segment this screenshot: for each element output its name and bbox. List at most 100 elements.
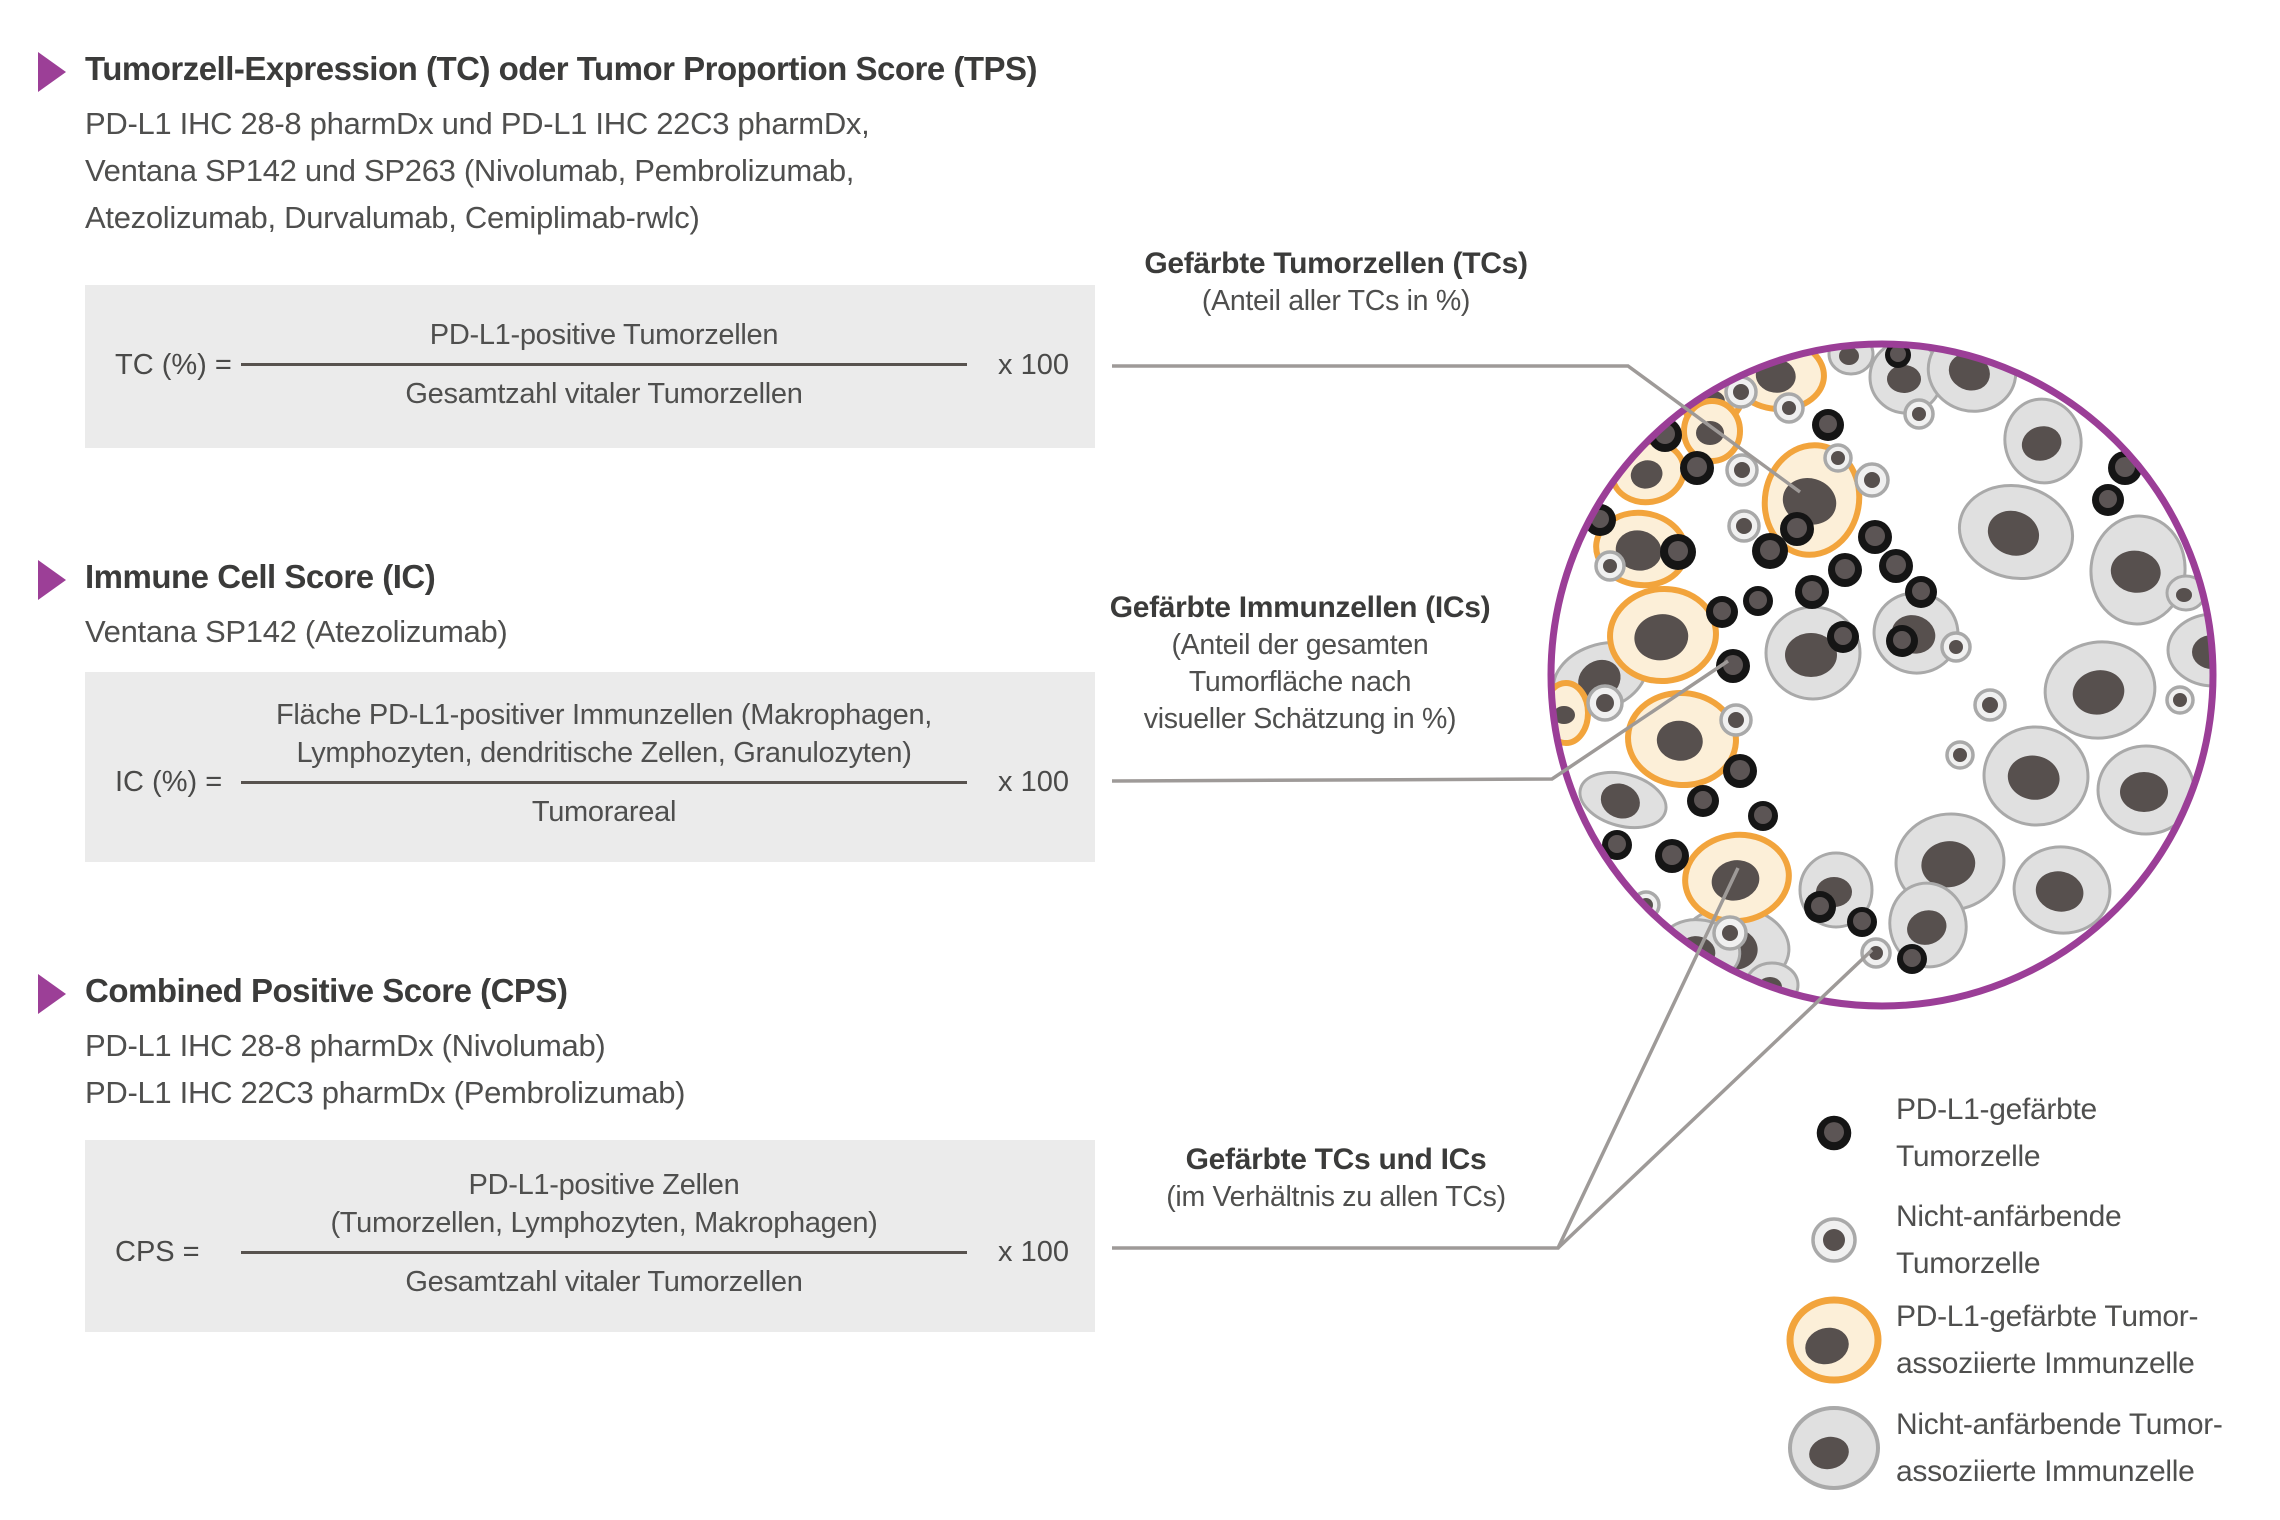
section-cps: Combined Positive Score (CPS) PD-L1 IHC … [85,970,685,1116]
callout-subtitle: (im Verhältnis zu allen TCs) [1166,1181,1506,1213]
section-tps-title: Tumorzell-Expression (TC) oder Tumor Pro… [85,50,1038,87]
stained-tumor-cell [1828,553,1862,587]
stained-tumor-cell [1655,839,1689,873]
section-ic-title: Immune Cell Score (IC) [85,558,436,595]
stained-tumor-cell [1827,621,1859,653]
callout-title: Gefärbte Tumorzellen (TCs) [1144,247,1528,280]
callout-stained-tcs: Gefärbte Tumorzellen (TCs) (Anteil aller… [1103,244,1569,320]
denominator: Tumorareal [531,796,677,828]
stained-immune-cell [1625,689,1739,789]
numerator: PD-L1-positive Zellen [468,1169,740,1201]
legend-label: Nicht-anfärbende Tumor- assoziierte Immu… [1896,1401,2223,1495]
legend-line: PD-L1-gefärbte Tumor- [1896,1300,2199,1333]
unstained-tumor-cell [2165,685,2195,715]
callout-connector-line [1556,948,1874,1250]
subtitle-line: PD-L1 IHC 22C3 pharmDx (Pembrolizumab) [85,1075,686,1110]
stained-tumor-cell [1795,575,1829,609]
formula-box-ic: IC (%) = Fläche PD-L1-positiver Immunzel… [85,672,1095,862]
denominator: Gesamtzahl vitaler Tumorzellen [405,1266,803,1298]
legend-label: Nicht-anfärbende Tumorzelle [1896,1193,2122,1287]
unstained-tumor-cell [1725,453,1759,487]
stained-tumor-cell-icon [1772,1113,1896,1153]
formula-label-tc: TC (%) = [115,349,232,381]
stained-tumor-cell [1897,944,1927,974]
legend-line: Nicht-anfärbende Tumor- [1896,1408,2223,1441]
unstained-tumor-cell [1903,398,1935,430]
stained-tumor-cell [1680,451,1714,485]
section-cps-subtitle: PD-L1 IHC 28-8 pharmDx (Nivolumab) PD-L1… [85,1022,685,1116]
formula-fraction-ic: Fläche PD-L1-positiver Immunzellen (Makr… [233,696,975,831]
unstained-tumor-cell [1724,375,1758,409]
stained-tumor-cell [1723,754,1757,788]
callout-connector-line [1112,364,1802,494]
section-ic: Immune Cell Score (IC) Ventana SP142 (At… [85,556,508,655]
unstained-tumor-cell [1594,550,1626,582]
stained-tumor-cell [1706,596,1738,628]
triangle-bullet-icon [38,560,66,600]
triangle-bullet-icon [38,52,66,92]
unstained-immune-cell [2043,640,2157,740]
callout-subtitle: Tumorfläche nach [1188,666,1412,698]
unstained-tumor-cell-icon [1772,1216,1896,1264]
legend-line: Tumorzelle [1896,1247,2041,1280]
unstained-tumor-cell [1940,631,1972,663]
legend-label: PD-L1-gefärbte Tumorzelle [1896,1086,2097,1180]
callout-subtitle: (Anteil aller TCs in %) [1201,285,1471,317]
stained-immune-cell [1607,585,1719,685]
subtitle-line: PD-L1 IHC 28-8 pharmDx und PD-L1 IHC 22C… [85,106,870,141]
stained-tumor-cell [1660,534,1696,570]
unstained-tumor-cell [1712,915,1748,951]
formula-fraction-tc: PD-L1-positive Tumorzellen Gesamtzahl vi… [233,316,975,413]
formula-label-cps: CPS = [115,1236,200,1268]
callout-stained-tcs-ics: Gefärbte TCs und ICs (im Verhältnis zu a… [1103,1140,1569,1216]
stained-tumor-cell [1602,830,1632,860]
tissue-circle-border [1547,340,2217,1010]
unstained-immune-cell [1827,344,1875,376]
legend-row: Nicht-anfärbende Tumorzelle [1772,1192,2272,1288]
callout-title: Gefärbte TCs und ICs [1185,1143,1487,1176]
stained-tumor-cell [1847,907,1877,937]
unstained-tumor-cell [1773,392,1805,424]
stained-immune-cell [1682,831,1792,925]
stained-immune-cell-icon [1772,1292,1896,1388]
stained-tumor-cell [1752,533,1788,569]
legend-line: PD-L1-gefärbte [1896,1093,2097,1126]
unstained-tumor-cell [1719,703,1753,737]
unstained-tumor-cell [1945,740,1975,770]
formula-box-cps: CPS = PD-L1-positive Zellen (Tumorzellen… [85,1140,1095,1332]
callout-subtitle: (Anteil der gesamten [1171,629,1429,661]
section-ic-subtitle: Ventana SP142 (Atezolizumab) [85,608,508,655]
stained-tumor-cell [1879,549,1913,583]
callout-stained-ics: Gefärbte Immunzellen (ICs) (Anteil der g… [1100,588,1500,738]
unstained-immune-cell [1982,725,2090,827]
subtitle-line: Ventana SP142 und SP263 (Nivolumab, Pemb… [85,153,855,188]
stained-tumor-cell [1687,785,1719,817]
unstained-immune-cell-icon [1772,1401,1896,1495]
section-tps-subtitle: PD-L1 IHC 28-8 pharmDx und PD-L1 IHC 22C… [85,100,1037,241]
multiplier: x 100 [998,1236,1069,1268]
legend-line: assoziierte Immunzelle [1896,1455,2195,1488]
stained-tumor-cell [1858,520,1892,554]
stained-tumor-cell [1748,801,1778,831]
unstained-immune-cell [2096,744,2196,836]
unstained-tumor-cell [1823,443,1853,473]
fraction-line [241,1251,967,1254]
stained-tumor-cell [2092,484,2124,516]
unstained-immune-cell [2089,514,2187,626]
legend-row: Nicht-anfärbende Tumor- assoziierte Immu… [1772,1398,2272,1498]
callout-title: Gefärbte Immunzellen (ICs) [1109,591,1491,624]
legend-row: PD-L1-gefärbte Tumor- assoziierte Immunz… [1772,1290,2272,1390]
stained-tumor-cell [1905,576,1937,608]
numerator: Lymphozyten, dendritische Zellen, Granul… [296,737,912,769]
stained-tumor-cell [1812,409,1844,441]
legend-line: assoziierte Immunzelle [1896,1347,2195,1380]
unstained-tumor-cell [1973,688,2007,722]
unstained-tumor-cell [1854,462,1890,498]
callout-connector-line [1111,659,1729,783]
stained-tumor-cell [1716,649,1750,683]
fraction-line [241,363,967,366]
denominator: Gesamtzahl vitaler Tumorzellen [405,378,803,410]
legend-row: PD-L1-gefärbte Tumorzelle [1772,1085,2272,1181]
